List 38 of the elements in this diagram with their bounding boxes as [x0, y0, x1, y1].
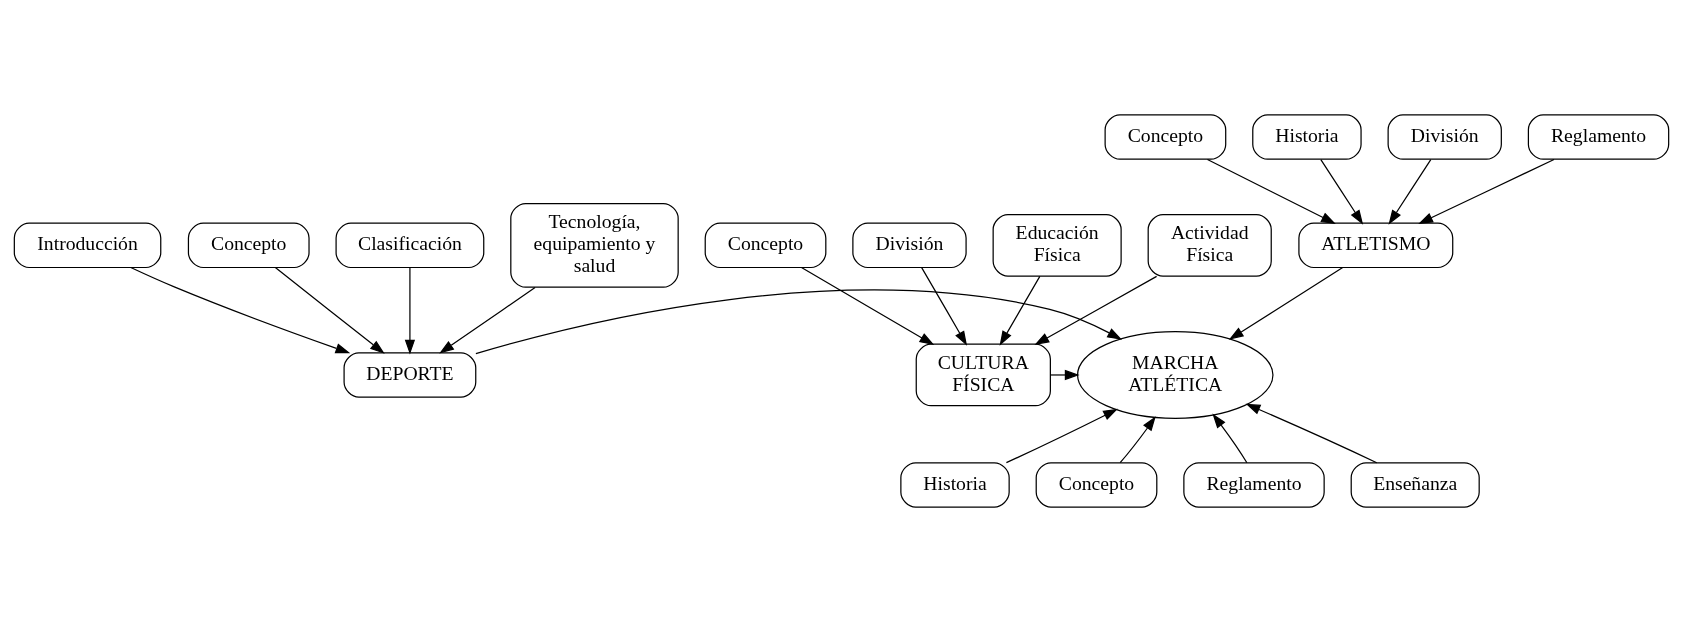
arrow [1049, 369, 1080, 381]
arrow [1245, 403, 1378, 464]
arrow [475, 289, 1123, 355]
arrow [1005, 408, 1118, 464]
arrow [921, 266, 968, 346]
node-box: Enseñanza [1350, 462, 1480, 508]
node-box: Historia [900, 462, 1010, 508]
node-box: Concepto [1035, 462, 1158, 508]
node-box: Tecnología, equipamiento y salud [510, 202, 679, 288]
node-box: Concepto [1104, 114, 1227, 160]
arrow [1212, 413, 1248, 464]
arrow [274, 266, 385, 354]
arrow [404, 266, 416, 355]
arrow [1034, 275, 1158, 346]
node-box: Concepto [187, 222, 310, 269]
node-box: Historia [1252, 114, 1362, 160]
arrow [130, 266, 351, 354]
arrow [999, 275, 1041, 346]
node-box: Clasificación [335, 222, 485, 269]
node-box: División [1387, 114, 1502, 160]
arrow [1418, 158, 1555, 224]
node-box: Educación Física [992, 213, 1122, 277]
node-box: DEPORTE [343, 352, 477, 398]
arrow [800, 266, 935, 346]
arrow [1320, 159, 1364, 225]
arrow [1228, 266, 1344, 340]
node-box: Reglamento [1183, 462, 1325, 508]
arrow [439, 286, 536, 354]
node-box: Concepto [704, 222, 827, 269]
node-box: Actividad Física [1147, 213, 1272, 277]
node-box: Introducción [13, 222, 162, 269]
node-box: CULTURA FÍSICA [915, 343, 1051, 407]
node-box: División [852, 222, 967, 269]
node-box: ATLETISMO [1298, 222, 1454, 269]
node-box: Reglamento [1527, 114, 1670, 160]
arrow [1206, 158, 1336, 224]
arrow [1119, 416, 1156, 464]
arrow [1388, 159, 1432, 225]
